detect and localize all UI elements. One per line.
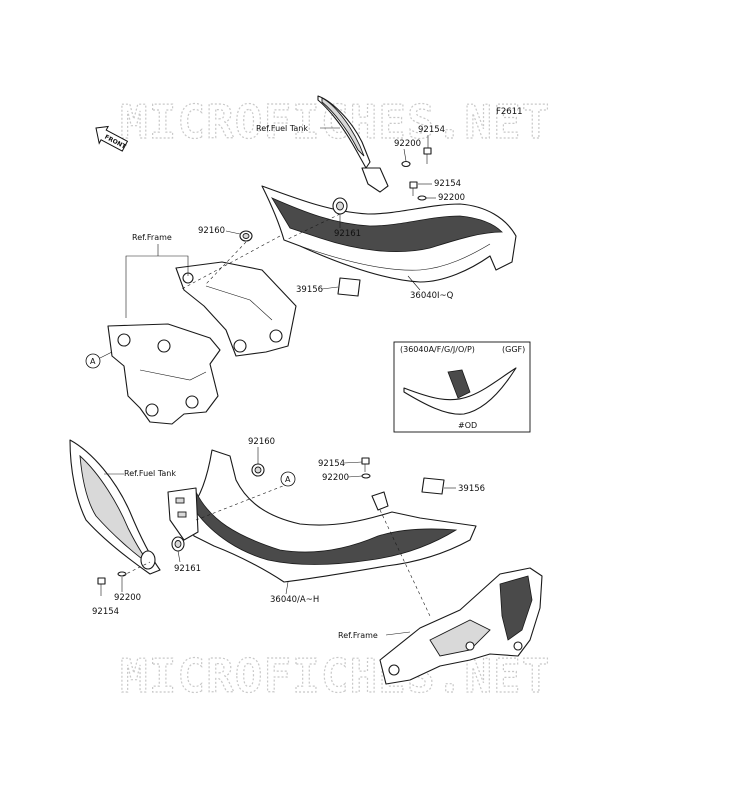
pad-39156-lower [421, 477, 445, 495]
side-cover-bracket-upper [361, 167, 389, 193]
label-92200-lower-a: 92200 [322, 473, 349, 483]
bolt-92154-upper-a [423, 147, 432, 164]
label-92160-lower: 92160 [248, 437, 275, 447]
washer-92200-upper-b [417, 195, 427, 201]
fuel-tank-edge-upper [317, 95, 371, 169]
watermark-bottom: MICROFICHES.NET [120, 649, 550, 703]
label-36040-upper: 36040I~Q [410, 291, 454, 301]
washer-92200-lower-b [117, 571, 127, 577]
ref-frame-bracket-upper [125, 244, 189, 318]
bolt-92154-lower-a [361, 457, 370, 472]
frame-bracket-upper-rear [175, 261, 297, 357]
inset-tag: (GGF) [502, 345, 525, 354]
ref-fuel-tank-label-upper: Ref.Fuel Tank [256, 124, 308, 133]
inset-header: (36040A/F/G/J/O/P) [400, 345, 475, 354]
label-92161-lower: 92161 [174, 564, 201, 574]
label-92200-upper-a: 92200 [394, 139, 421, 149]
washer-92200-lower-a [361, 473, 371, 479]
inset-side-cover [403, 367, 517, 415]
callout-a-upper [85, 353, 101, 369]
callout-a-lower [280, 471, 296, 487]
label-92161-upper: 92161 [334, 229, 361, 239]
label-92160-upper: 92160 [198, 226, 225, 236]
svg-text:A: A [90, 357, 96, 366]
side-cover-upper-inner [271, 197, 503, 252]
inset-note: #OD [458, 421, 477, 430]
variant-inset: (36040A/F/G/J/O/P) (GGF) #OD [393, 341, 531, 433]
ref-frame-label-upper: Ref.Frame [132, 233, 172, 242]
label-92200-lower-b: 92200 [114, 593, 141, 603]
label-39156-lower: 39156 [458, 484, 485, 494]
label-92154-upper-a: 92154 [418, 125, 445, 135]
label-92154-upper-b: 92154 [434, 179, 461, 189]
svg-text:A: A [285, 475, 291, 484]
label-39156-upper: 39156 [296, 285, 323, 295]
bracket-lower-clip [371, 491, 389, 511]
watermark-top: MICROFICHES.NET [120, 95, 550, 149]
ref-frame-label-lower: Ref.Frame [338, 631, 378, 640]
figure-id: F2611 [496, 107, 523, 117]
label-92200-upper-b: 92200 [438, 193, 465, 203]
bolt-92154-upper-b [409, 181, 418, 196]
label-92154-lower-a: 92154 [318, 459, 345, 469]
pad-39156-upper [337, 277, 361, 297]
washer-92200-upper-a [401, 160, 411, 168]
side-cover-lower-inner [195, 491, 458, 565]
ref-fuel-tank-label-lower: Ref.Fuel Tank [124, 469, 176, 478]
bolt-92154-lower-b [97, 577, 106, 596]
label-36040-lower: 36040/A~H [270, 595, 319, 605]
fuel-tank-edge-upper-shade [321, 97, 365, 157]
label-92154-lower-b: 92154 [92, 607, 119, 617]
